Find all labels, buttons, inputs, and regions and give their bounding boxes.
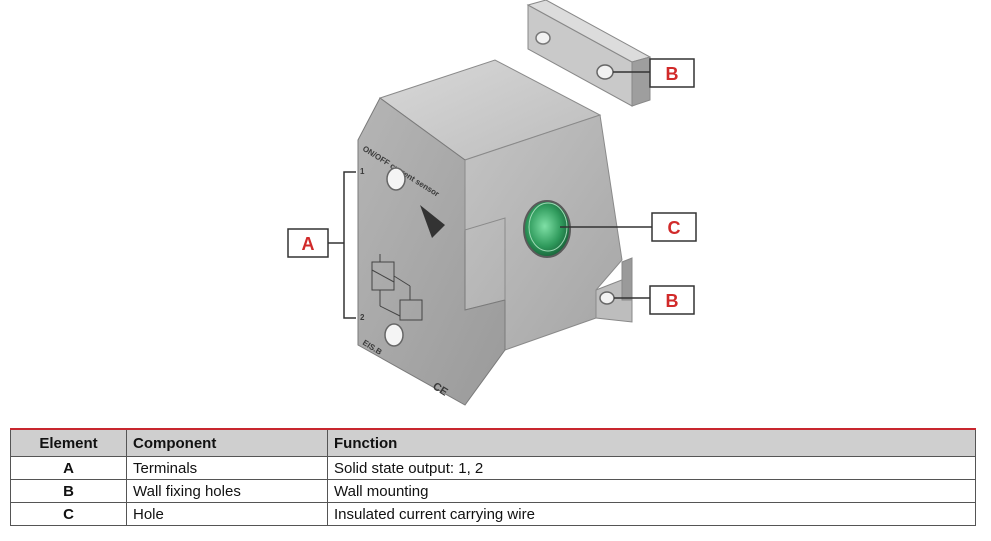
svg-text:B: B xyxy=(666,291,679,311)
terminal-1-label: 1 xyxy=(360,167,365,176)
table-row: A Terminals Solid state output: 1, 2 xyxy=(10,456,976,480)
table-header-row: Element Component Function xyxy=(10,428,976,457)
cell-element: A xyxy=(10,456,127,480)
device-figure: ON/OFF current sensor 1 2 EIS.B CE A B C xyxy=(287,0,697,406)
cell-component: Terminals xyxy=(126,456,328,480)
cell-component: Hole xyxy=(126,502,328,526)
table-row: C Hole Insulated current carrying wire xyxy=(10,502,976,526)
callout-a: A xyxy=(287,171,356,319)
cell-component: Wall fixing holes xyxy=(126,479,328,503)
wall-fixing-hole-upper-left xyxy=(535,31,551,45)
wall-fixing-hole-top xyxy=(596,64,614,80)
header-function: Function xyxy=(327,428,976,457)
terminal-screw-bottom xyxy=(384,323,404,347)
current-hole xyxy=(523,200,571,258)
callout-c: C xyxy=(560,212,697,242)
sensor-housing xyxy=(357,59,623,406)
svg-text:A: A xyxy=(302,234,315,254)
brand-logo-icon xyxy=(420,205,445,238)
svg-text:B: B xyxy=(666,64,679,84)
callout-b-bottom: B xyxy=(614,285,695,315)
cell-element: B xyxy=(10,479,127,503)
callout-b-top: B xyxy=(613,58,695,88)
header-element: Element xyxy=(10,428,127,457)
header-component: Component xyxy=(126,428,328,457)
cell-function: Wall mounting xyxy=(327,479,976,503)
wall-fixing-hole-bottom xyxy=(599,291,615,305)
terminal-screw-top xyxy=(386,167,406,191)
table-row: B Wall fixing holes Wall mounting xyxy=(10,479,976,503)
svg-text:C: C xyxy=(668,218,681,238)
element-legend-table: Element Component Function A Terminals S… xyxy=(10,428,976,526)
cell-element: C xyxy=(10,502,127,526)
mounting-bracket-top xyxy=(526,0,652,107)
cell-function: Solid state output: 1, 2 xyxy=(327,456,976,480)
cell-function: Insulated current carrying wire xyxy=(327,502,976,526)
wiring-diagram-icon xyxy=(371,254,423,321)
terminal-2-label: 2 xyxy=(360,313,365,322)
